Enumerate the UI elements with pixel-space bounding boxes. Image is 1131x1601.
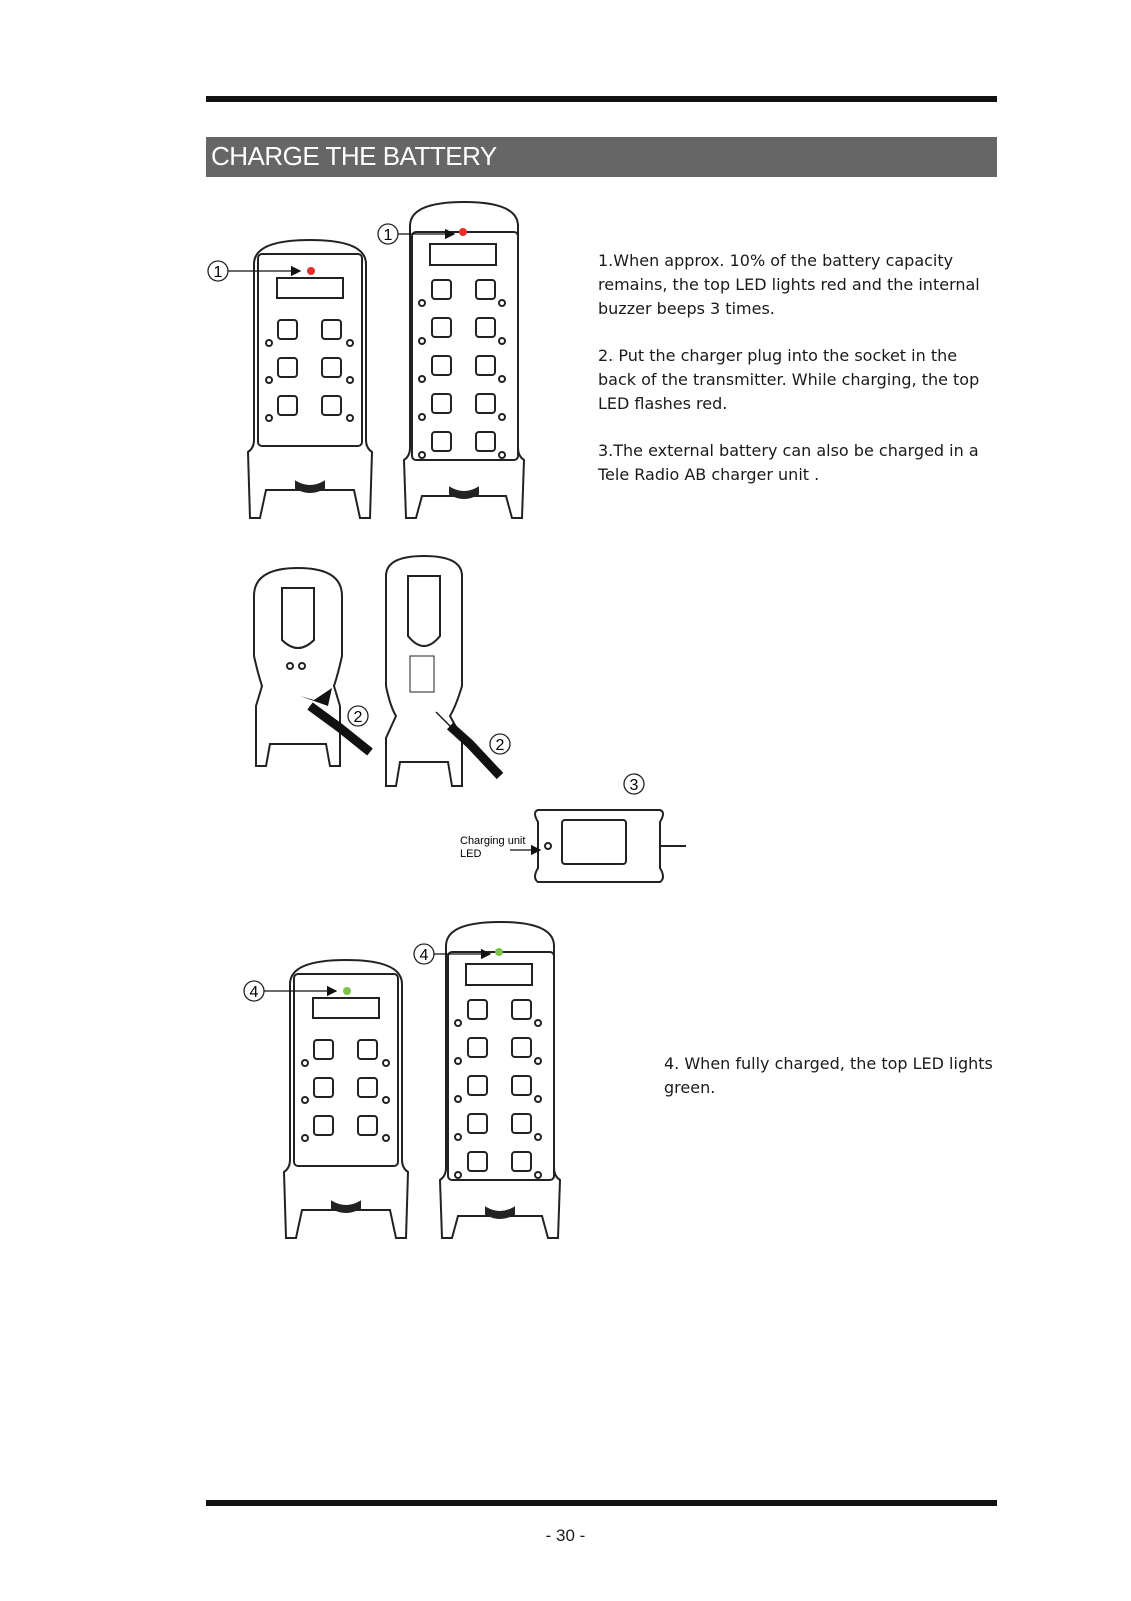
figure-charger-plug: 2 2: [253, 554, 511, 787]
transmitter-large: [438, 920, 562, 1239]
step-3-text: 3.The external battery can also be charg…: [598, 441, 979, 484]
figure-low-battery: 1 1: [207, 200, 526, 519]
figure-fully-charged: 4 4: [243, 920, 562, 1239]
svg-text:4: 4: [250, 984, 259, 1001]
led-red: [307, 267, 315, 275]
charger-plug-2: [435, 711, 504, 780]
svg-text:3: 3: [630, 777, 639, 794]
transmitter-back-small: [253, 566, 343, 767]
transmitter-back-large: [385, 554, 463, 787]
section-title: CHARGE THE BATTERY: [211, 141, 497, 171]
led-red: [459, 228, 467, 236]
charger-plug-1: [300, 688, 373, 756]
svg-text:1: 1: [214, 264, 223, 281]
charger-unit: [534, 809, 664, 883]
callout-1-left: 1: [207, 260, 302, 282]
svg-text:LED: LED: [460, 848, 481, 860]
svg-text:Charging unit: Charging unit: [460, 835, 525, 847]
callout-4-left: 4: [243, 980, 338, 1002]
callout-1-right: 1: [377, 223, 456, 245]
bottom-rule: [206, 1500, 997, 1506]
svg-text:2: 2: [354, 709, 363, 726]
section-title-bar: CHARGE THE BATTERY: [206, 137, 997, 177]
step-4-text: 4. When fully charged, the top LED light…: [664, 1054, 993, 1097]
callout-4-right: 4: [413, 943, 492, 965]
callout-2-left: 2: [347, 705, 369, 727]
step-1-text: 1.When approx. 10% of the battery capaci…: [598, 251, 980, 318]
callout-3: 3: [623, 773, 645, 795]
transmitter-small: [282, 958, 410, 1239]
svg-text:4: 4: [420, 947, 429, 964]
step-2-text: 2. Put the charger plug into the socket …: [598, 346, 980, 413]
transmitter-small: [246, 238, 374, 519]
figure-charging-unit: 3 Charging unit LED: [460, 773, 686, 883]
svg-text:1: 1: [384, 227, 393, 244]
led-green: [343, 987, 351, 995]
top-rule: [206, 96, 997, 102]
transmitter-large: [402, 200, 526, 519]
svg-text:2: 2: [496, 737, 505, 754]
page-number: - 30 -: [545, 1526, 586, 1545]
led-green: [495, 948, 503, 956]
callout-2-right: 2: [489, 733, 511, 755]
